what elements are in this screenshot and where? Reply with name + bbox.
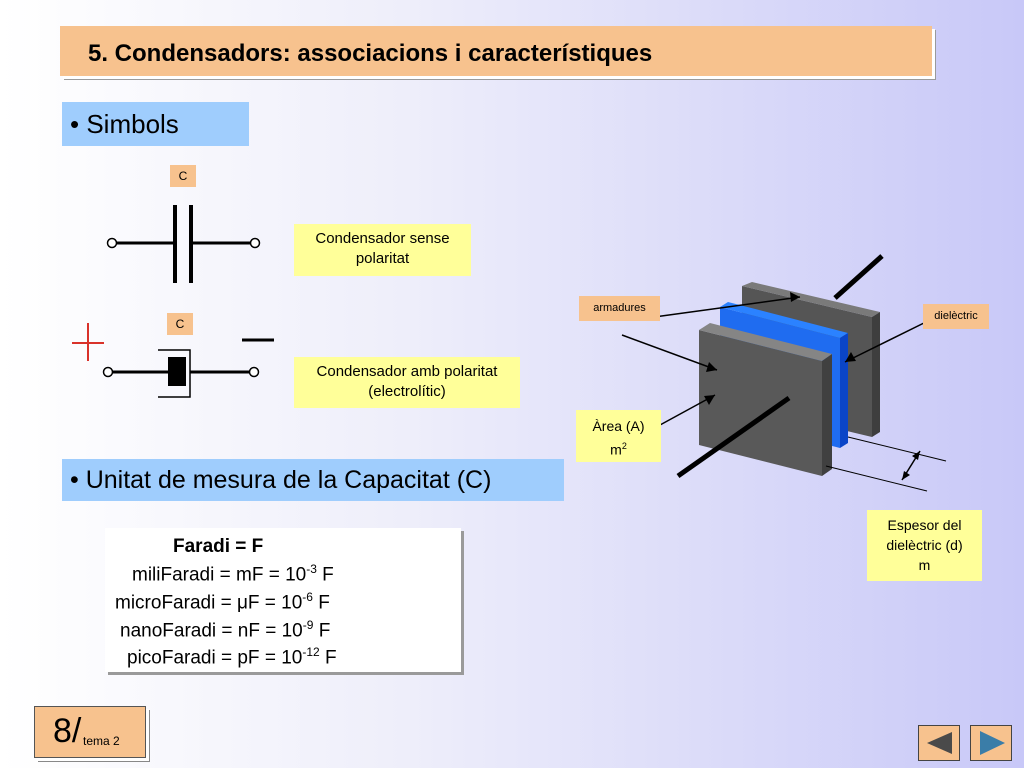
units-row: nanoFaradi = nF = 10-9 F	[120, 618, 331, 642]
plus-sign-icon	[72, 323, 104, 361]
armadures-label: armadures	[579, 296, 660, 321]
area-unit: m2	[610, 441, 627, 458]
non-polar-capacitor-label: Condensador sense polaritat	[294, 224, 471, 276]
capacitor-label-c-1: C	[170, 165, 196, 187]
page-number-box: 8/ tema 2	[34, 706, 146, 758]
thickness-line-2: dielèctric (d)	[886, 537, 963, 553]
thickness-line-3: m	[918, 557, 931, 573]
section-unit: • Unitat de mesura de la Capacitat (C)	[62, 459, 564, 501]
thickness-line-1: Espesor del	[887, 517, 962, 533]
thickness-label: Espesor del dielèctric (d) m	[867, 510, 982, 581]
polar-capacitor-label: Condensador amb polaritat (electrolític)	[294, 357, 520, 408]
polar-label-line-1: Condensador amb polaritat	[316, 363, 498, 380]
non-polar-capacitor-symbol	[106, 205, 261, 283]
title-banner	[60, 26, 932, 76]
polar-capacitor-symbol	[102, 349, 260, 398]
units-row: picoFaradi = pF = 10-12 F	[127, 645, 337, 669]
page-title: 5. Condensadors: associacions i caracter…	[88, 40, 653, 67]
triangle-right-icon	[980, 731, 1005, 755]
capacitor-3d-diagram	[621, 254, 947, 492]
page-label: tema 2	[83, 734, 120, 748]
units-row: miliFaradi = mF = 10-3 F	[132, 562, 334, 586]
triangle-left-icon	[927, 732, 952, 754]
polar-label-line-2: (electrolític)	[368, 383, 446, 400]
area-label: Àrea (A) m2	[576, 410, 661, 462]
page-number: 8/	[53, 712, 82, 750]
dielectric-label: dielèctric	[923, 304, 989, 329]
non-polar-label-line-1: Condensador sense	[315, 230, 450, 247]
units-header: Faradi = F	[173, 536, 264, 557]
non-polar-label-line-2: polaritat	[355, 250, 410, 267]
units-table: Faradi = F miliFaradi = mF = 10-3 F micr…	[105, 528, 461, 672]
area-label-text: Àrea (A)	[592, 418, 645, 434]
capacitor-label-c-2: C	[167, 313, 193, 335]
section-symbols: • Simbols	[62, 102, 249, 146]
next-button[interactable]	[970, 725, 1012, 761]
previous-button[interactable]	[918, 725, 960, 761]
units-row: microFaradi = μF = 10-6 F	[115, 590, 330, 614]
